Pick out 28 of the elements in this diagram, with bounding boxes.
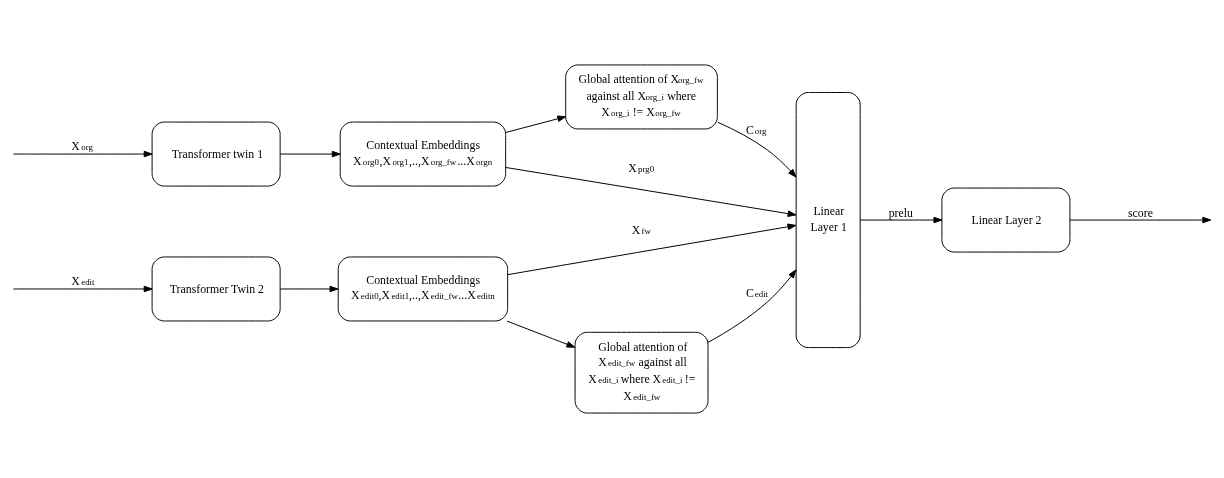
edge-label: Xfw [631,223,651,238]
node-box: Contextual Embeddings Xorg0,Xorg1,..,Xorg_fw...Xorgn [339,121,507,187]
arrow [507,223,797,276]
node-box: Linear Layer 1 [795,92,861,349]
node-box: Transformer Twin 2 [151,256,281,322]
arrow [1069,216,1212,224]
edge-label: Xorg [71,138,93,153]
node-box: Global attention of Xedit_fw against all Xedit_i where Xedit_i != Xedit_fw [574,331,709,414]
arrow [12,150,153,158]
edge-label: Cedit [745,286,769,301]
arrow [12,285,153,293]
arrow [279,285,339,293]
node-box: Linear Layer 2 [941,187,1071,253]
edge-label: prelu [888,205,913,220]
node-box: Global attention of Xorg_fw against all Xorg_i where Xorg_i != Xorg_fw [565,64,718,130]
arrow [505,167,797,217]
arrow [859,216,943,224]
arrow [505,115,567,133]
edge-label: Corg [745,122,767,137]
edge-label: Xprg0 [628,161,655,176]
arrow [506,320,576,348]
arrow [717,121,797,178]
edge-label: score [1128,205,1153,220]
node-box: Contextual Embeddings Xedit0,Xedit1,..,Xedit_fw...Xeditn [337,256,509,322]
edge-label: Xedit [71,273,95,288]
node-box: Transformer twin 1 [151,121,281,187]
arrow [707,269,797,343]
arrow [279,150,341,158]
